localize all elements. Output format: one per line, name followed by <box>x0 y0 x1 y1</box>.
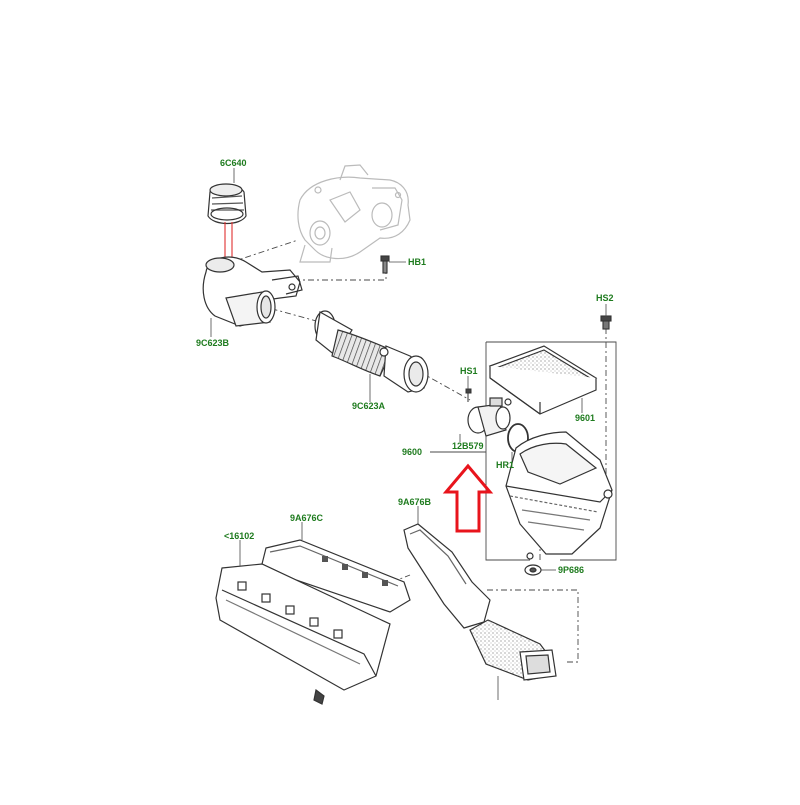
outlet-pipe-9C623B <box>202 256 303 327</box>
label-HS2: HS2 <box>596 293 614 303</box>
label-9A676B: 9A676B <box>398 497 432 507</box>
maf-sensor-12B579 <box>467 397 512 437</box>
turbo-hose-6C640 <box>207 183 247 225</box>
label-12B579: 12B579 <box>452 441 484 451</box>
panel-16102 <box>215 563 391 705</box>
label-6C640: 6C640 <box>220 158 247 168</box>
duct-9A676B <box>403 523 557 700</box>
highlight-arrow <box>442 463 494 533</box>
turbocharger-ghost <box>297 164 411 263</box>
label-9A676C: 9A676C <box>290 513 324 523</box>
screw-HS1 <box>465 388 472 402</box>
intake-duct-9C623A <box>314 310 429 393</box>
grommet-9P686 <box>524 564 556 576</box>
label-16102: <16102 <box>224 531 254 541</box>
label-9C623B: 9C623B <box>196 338 230 348</box>
label-9601: 9601 <box>575 413 595 423</box>
air-cleaner-body-9600 <box>505 431 613 560</box>
part-labels: 6C640 9C623B HB1 HS2 9C623A HS1 9600 960… <box>196 158 614 575</box>
bolt-HB1 <box>380 255 406 274</box>
label-HB1: HB1 <box>408 257 426 267</box>
bolt-HS2 <box>600 315 612 330</box>
hose-red-guides <box>224 222 233 262</box>
label-HS1: HS1 <box>460 366 478 376</box>
filter-element-9601 <box>488 345 598 415</box>
label-9600: 9600 <box>402 447 422 457</box>
label-9C623A: 9C623A <box>352 401 386 411</box>
label-9P686: 9P686 <box>558 565 584 575</box>
label-HR1: HR1 <box>496 460 514 470</box>
leader-lines <box>210 168 607 566</box>
